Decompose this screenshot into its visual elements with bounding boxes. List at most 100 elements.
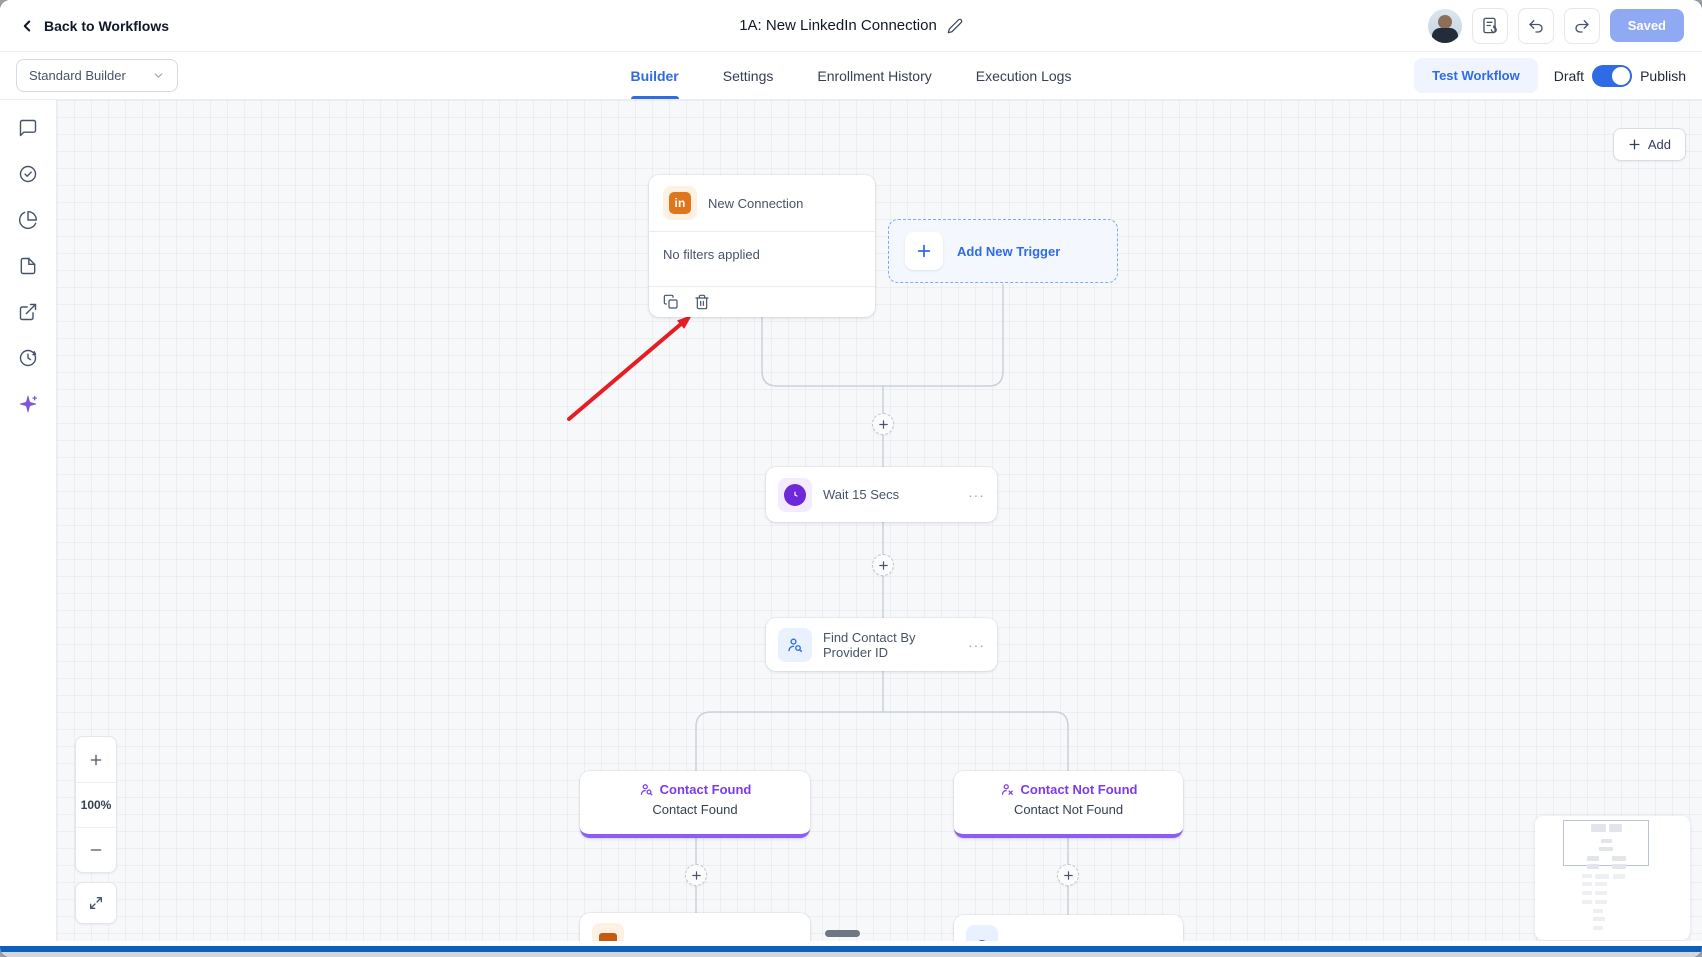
minimap[interactable]: [1535, 816, 1690, 940]
redo-icon: [1573, 17, 1591, 35]
trigger-header: in New Connection: [649, 175, 875, 232]
chevron-down-icon: [152, 69, 165, 82]
undo-button[interactable]: [1517, 7, 1554, 44]
minimap-node-block: [1599, 847, 1613, 851]
minimap-node-block: [1582, 891, 1592, 895]
scroll-drag-handle[interactable]: [825, 930, 860, 937]
check-circle-icon[interactable]: [16, 162, 40, 186]
trigger-actions: [649, 287, 875, 317]
back-label: Back to Workflows: [44, 17, 169, 34]
copy-icon[interactable]: [663, 294, 679, 310]
back-to-workflows[interactable]: Back to Workflows: [18, 17, 169, 35]
file-icon[interactable]: [16, 254, 40, 278]
ai-sparkles-icon[interactable]: [16, 392, 40, 416]
insert-action-button[interactable]: [872, 413, 894, 435]
person-x-icon: [1000, 782, 1015, 797]
minimap-node-block: [1613, 874, 1625, 879]
top-bar: Back to Workflows 1A: New LinkedIn Conne…: [0, 0, 1702, 52]
avatar-body: [1431, 27, 1458, 43]
bottom-scrollbar[interactable]: [0, 946, 1702, 952]
minimap-node-block: [1582, 882, 1592, 886]
find-node-label: Find Contact By Provider ID: [823, 629, 916, 660]
minimap-node-block: [1609, 824, 1622, 832]
trash-icon[interactable]: [694, 294, 710, 310]
tab-settings[interactable]: Settings: [722, 67, 774, 84]
window-edge: [0, 952, 1702, 957]
action-node-partial[interactable]: [580, 913, 810, 941]
toolbar-right: Test Workflow Draft Publish: [1414, 58, 1686, 93]
bottom-strip: [0, 941, 1702, 946]
minimap-node-block: [1595, 900, 1607, 904]
minimap-node-block: [1612, 856, 1626, 861]
edit-title-icon[interactable]: [947, 18, 963, 34]
builder-mode-select[interactable]: Standard Builder: [16, 59, 178, 92]
insert-action-button[interactable]: [872, 554, 894, 576]
redo-button[interactable]: [1563, 7, 1600, 44]
minimap-viewport[interactable]: [1563, 820, 1649, 866]
workflow-tabs: Builder Settings Enrollment History Exec…: [0, 52, 1702, 99]
add-new-trigger-button[interactable]: Add New Trigger: [888, 219, 1118, 283]
zoom-in-button[interactable]: [76, 737, 116, 782]
zoom-out-button[interactable]: [76, 827, 116, 872]
workflow-notes-button[interactable]: [1471, 7, 1508, 44]
comments-icon[interactable]: [16, 116, 40, 140]
branch-node-contact-not-found[interactable]: Contact Not Found Contact Not Found: [954, 771, 1183, 838]
minimap-node-block: [1612, 864, 1626, 869]
pie-chart-icon[interactable]: [16, 208, 40, 232]
person-search-icon: [778, 627, 812, 662]
trigger-node-new-connection[interactable]: in New Connection No filters applied: [649, 175, 875, 317]
minimap-node-block: [1601, 839, 1612, 843]
clock-icon: [784, 483, 806, 506]
node-menu-dots[interactable]: ···: [968, 636, 985, 653]
minimap-node-block: [1582, 874, 1592, 878]
branch-node-contact-found[interactable]: Contact Found Contact Found: [580, 771, 810, 838]
main-area: Add in New Connection No filters applied: [0, 100, 1702, 941]
saved-button[interactable]: Saved: [1609, 9, 1684, 42]
history-icon[interactable]: [16, 346, 40, 370]
action-node-find-contact[interactable]: Find Contact By Provider ID ···: [766, 618, 997, 671]
draft-label: Draft: [1553, 67, 1585, 84]
branch-subtitle: Contact Found: [652, 802, 738, 817]
minimap-node-block: [1595, 874, 1609, 879]
trigger-title: New Connection: [708, 195, 804, 211]
minimap-node-block: [1593, 926, 1603, 930]
person-search-icon: [639, 782, 654, 797]
external-link-icon[interactable]: [16, 300, 40, 324]
minimap-node-block: [1593, 909, 1603, 913]
wait-icon-badge: [778, 477, 812, 512]
minimap-node-block: [1591, 824, 1606, 832]
workflow-canvas[interactable]: Add in New Connection No filters applied: [57, 100, 1702, 941]
linkedin-icon: in: [663, 186, 697, 220]
builder-mode-value: Standard Builder: [29, 68, 126, 83]
minimap-node-block: [1593, 917, 1605, 921]
undo-icon: [1527, 17, 1545, 35]
action-node-wait[interactable]: Wait 15 Secs ···: [766, 467, 997, 522]
fit-view-button[interactable]: [75, 882, 117, 924]
test-workflow-button[interactable]: Test Workflow: [1414, 58, 1538, 93]
publish-toggle[interactable]: [1592, 64, 1633, 87]
tab-execution-logs[interactable]: Execution Logs: [975, 67, 1072, 84]
minimap-node-block: [1595, 891, 1607, 895]
draft-publish-control: Draft Publish: [1553, 64, 1686, 87]
trigger-filters-text: No filters applied: [649, 232, 875, 287]
expand-icon: [88, 895, 104, 911]
left-sidebar: [0, 100, 57, 941]
minimap-node-block: [1582, 900, 1592, 904]
user-avatar[interactable]: [1427, 8, 1462, 43]
branch-subtitle: Contact Not Found: [1013, 802, 1124, 817]
minimap-node-block: [1595, 882, 1607, 886]
plus-icon: [905, 232, 943, 270]
wait-node-label: Wait 15 Secs: [823, 487, 900, 502]
insert-action-button[interactable]: [1057, 864, 1079, 886]
add-new-trigger-label: Add New Trigger: [957, 243, 1061, 259]
top-actions: Saved: [1427, 7, 1684, 44]
tab-builder[interactable]: Builder: [630, 52, 680, 99]
workflow-title: 1A: New LinkedIn Connection: [739, 17, 937, 34]
tab-enrollment-history[interactable]: Enrollment History: [817, 67, 932, 84]
toggle-knob: [1612, 66, 1631, 85]
node-menu-dots[interactable]: ···: [968, 486, 985, 503]
insert-action-button[interactable]: [685, 864, 707, 886]
add-element-button[interactable]: Add: [1612, 128, 1686, 161]
action-node-partial[interactable]: [954, 915, 1183, 941]
